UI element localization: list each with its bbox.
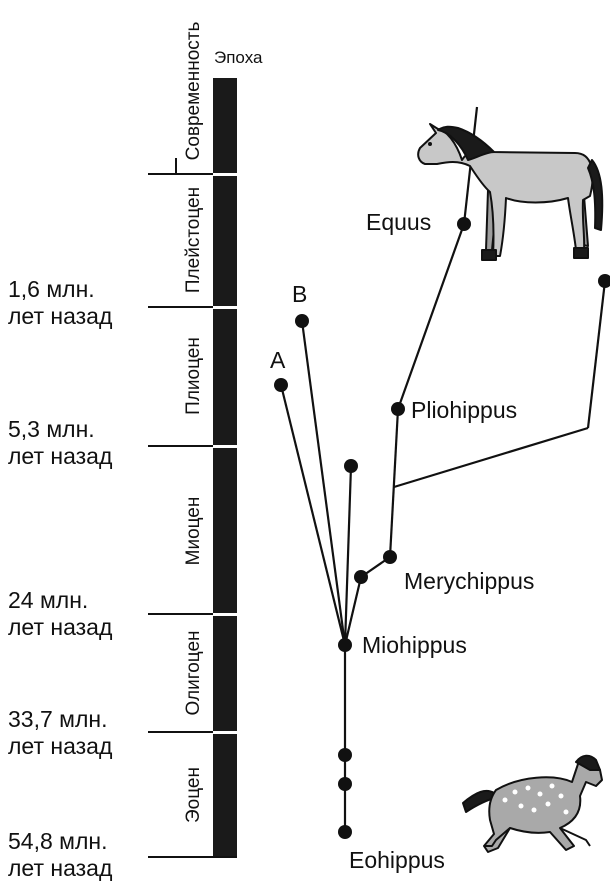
branch-pliohippus-equus: [398, 224, 464, 409]
epoch-bar-miocene: [213, 448, 237, 613]
node-eohippus: [338, 825, 352, 839]
phylogeny-branches: [281, 107, 605, 832]
time-mark-1: 1,6 млн. лет назад: [8, 276, 112, 330]
time-mark-2-unit: лет назад: [8, 443, 112, 470]
node-right-top: [598, 274, 610, 288]
epoch-label-holocene: Современность: [183, 22, 205, 161]
epoch-bar-oligocene: [213, 616, 237, 731]
epoch-label-pleistocene: Плейстоцен: [183, 187, 205, 293]
node-b: [295, 314, 309, 328]
time-mark-5-unit: лет назад: [8, 855, 112, 882]
node-merychippus: [383, 550, 397, 564]
time-mark-3-unit: лет назад: [8, 614, 112, 641]
branch-merychippus-pliohippus: [390, 409, 398, 557]
time-mark-1-unit: лет назад: [8, 303, 112, 330]
epoch-label-miocene: Миоцен: [183, 497, 205, 566]
phylogeny-nodes: [274, 217, 610, 839]
branch-side-to-right: [394, 428, 588, 487]
branch-miohippus-a: [281, 385, 345, 645]
horse-equus-icon: [418, 124, 602, 260]
node-mery1: [354, 570, 368, 584]
time-mark-5: 54,8 млн. лет назад: [8, 828, 112, 882]
taxon-label-eohippus: Eohippus: [349, 849, 445, 872]
node-equus: [457, 217, 471, 231]
node-pliohippus: [391, 402, 405, 416]
taxon-label-merychippus: Merychippus: [404, 570, 534, 593]
epoch-bar-pleistocene: [213, 176, 237, 306]
time-mark-3-value: 24 млн.: [8, 587, 112, 614]
node-eocene-1: [338, 748, 352, 762]
time-mark-1-value: 1,6 млн.: [8, 276, 112, 303]
epoch-bar-pliocene: [213, 309, 237, 445]
time-mark-2: 5,3 млн. лет назад: [8, 416, 112, 470]
node-miocene-side: [344, 459, 358, 473]
node-miohippus: [338, 638, 352, 652]
node-a: [274, 378, 288, 392]
epoch-label-oligocene: Олигоцен: [183, 630, 205, 715]
time-mark-2-value: 5,3 млн.: [8, 416, 112, 443]
epoch-label-eocene: Эоцен: [183, 767, 205, 823]
epoch-bar-eocene: [213, 734, 237, 858]
branch-right-vertical: [588, 281, 605, 428]
time-mark-4-value: 33,7 млн.: [8, 706, 112, 733]
epoch-column-header: Эпоха: [214, 48, 262, 68]
epoch-bar: [213, 78, 237, 858]
node-eocene-2: [338, 777, 352, 791]
epoch-bar-holocene: [213, 78, 237, 173]
taxon-label-pliohippus: Pliohippus: [411, 399, 517, 422]
horse-eohippus-icon: [463, 756, 602, 852]
branch-miohippus-b: [302, 321, 345, 645]
taxon-label-a: A: [270, 349, 285, 372]
time-mark-5-value: 54,8 млн.: [8, 828, 112, 855]
taxon-label-miohippus: Miohippus: [362, 634, 467, 657]
taxon-label-equus: Equus: [366, 211, 431, 234]
time-mark-4: 33,7 млн. лет назад: [8, 706, 112, 760]
time-mark-3: 24 млн. лет назад: [8, 587, 112, 641]
branch-miohippus-miocene-side: [345, 466, 351, 645]
taxon-label-b: B: [292, 283, 307, 306]
time-mark-4-unit: лет назад: [8, 733, 112, 760]
epoch-label-pliocene: Плиоцен: [183, 337, 205, 415]
